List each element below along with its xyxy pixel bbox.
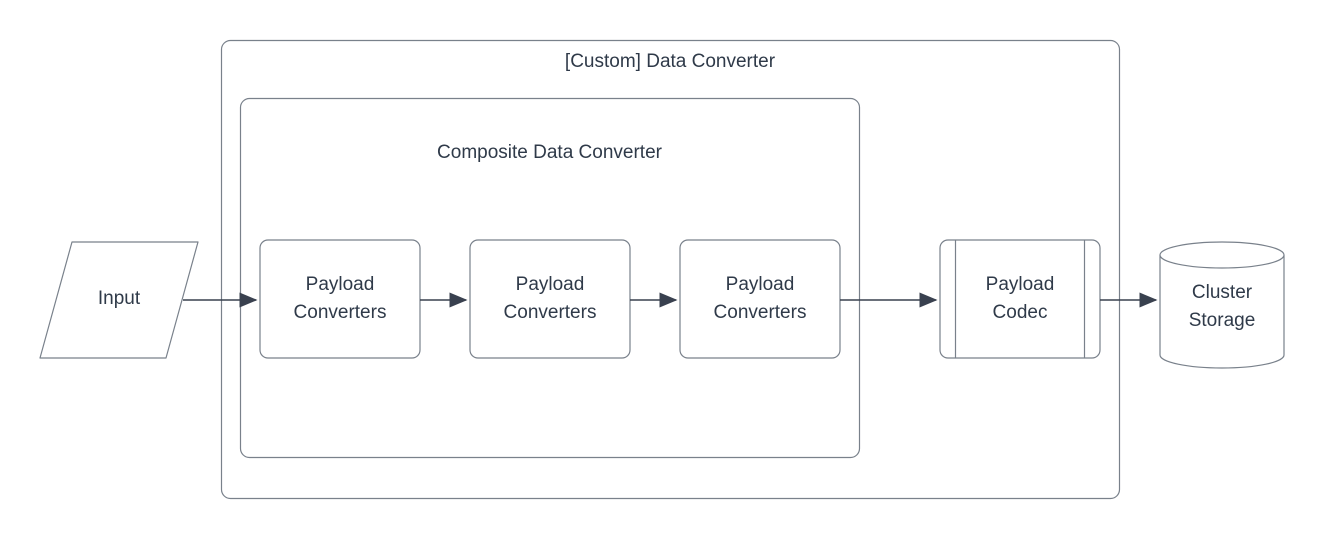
cluster-storage-label: Cluster Storage — [1188, 282, 1256, 331]
cluster-storage-top — [1159, 241, 1285, 269]
cluster-storage-body — [1159, 255, 1285, 369]
payload-codec-label: Payload Codec — [985, 274, 1055, 323]
payload-converters-2-shape — [469, 239, 631, 359]
input-node-label: Input — [97, 288, 141, 310]
input-node-shape — [39, 241, 199, 359]
payload-converters-1-shape — [259, 239, 421, 359]
payload-converters-1-label: Payload Converters — [293, 274, 387, 323]
payload-codec-shape — [939, 239, 1101, 359]
payload-converters-2-label: Payload Converters — [503, 274, 597, 323]
outer-group-title: [Custom] Data Converter — [564, 51, 776, 72]
inner-group-title: Composite Data Converter — [437, 142, 662, 163]
payload-converters-3-label: Payload Converters — [713, 274, 807, 323]
payload-converters-3-shape — [679, 239, 841, 359]
